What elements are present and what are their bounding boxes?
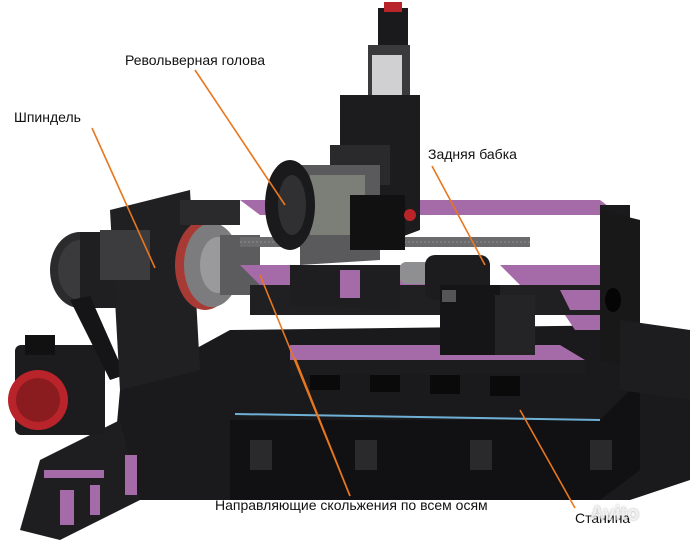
label-tailstock: Задняя бабка	[428, 146, 517, 162]
leader-guides-b	[294, 357, 351, 497]
leader-tailstock	[431, 165, 486, 266]
lower-stand	[20, 420, 140, 540]
right-column	[600, 210, 690, 400]
tailstock	[400, 255, 535, 355]
leader-turret	[194, 69, 286, 206]
label-spindle: Шпиндель	[14, 109, 81, 125]
label-guideways: Направляющие скольжения по всем осям	[215, 497, 488, 513]
label-bed: Станина	[575, 510, 631, 526]
leader-lines	[91, 69, 576, 509]
leader-bed	[519, 409, 576, 509]
turret-assembly	[265, 2, 420, 310]
headstock	[100, 190, 200, 390]
avito-watermark: Avito	[590, 503, 640, 525]
leader-spindle	[91, 127, 156, 269]
label-turret: Револьверная голова	[125, 52, 266, 68]
spindle-motor	[8, 335, 105, 435]
